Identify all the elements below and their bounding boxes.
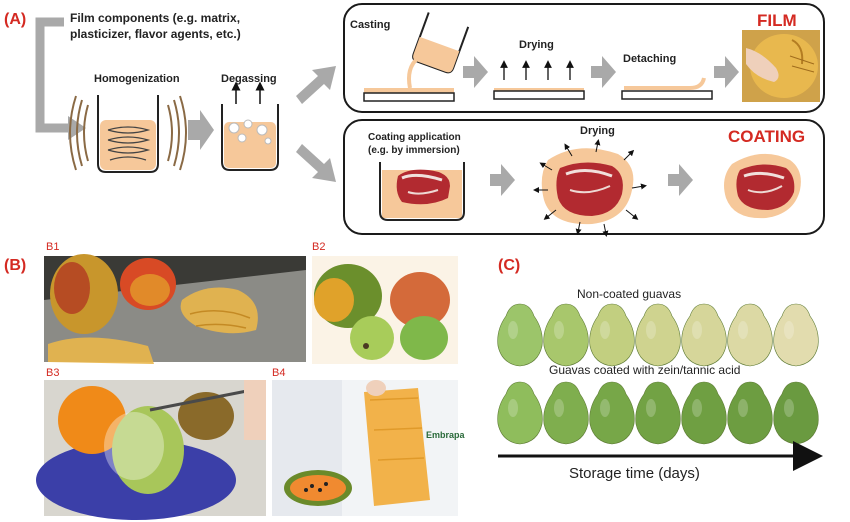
coated-guava-highlight-2: [554, 399, 564, 417]
b3-label: B3: [46, 367, 59, 379]
b2-label: B2: [312, 241, 325, 253]
coating-drying-label: Drying: [580, 125, 615, 137]
coating-title: COATING: [728, 127, 805, 146]
casting-pour-icon: [363, 12, 470, 102]
noncoated-guava-highlight-5: [692, 321, 702, 339]
panel-b-label: (B): [4, 257, 26, 274]
degassing-beaker-icon: [221, 81, 279, 171]
casting-label: Casting: [350, 19, 390, 31]
coated-guava-7: [773, 381, 819, 445]
b1-label: B1: [46, 241, 59, 253]
gray-arrow-coating-1: [490, 164, 515, 196]
photo-b1-mangoes-film: [44, 254, 306, 364]
noncoated-guava-5: [681, 303, 727, 367]
noncoated-guava-4: [635, 303, 681, 367]
coated-guava-highlight-5: [692, 399, 702, 417]
embrapa-logo-text: Embrapa: [426, 430, 466, 440]
coated-meat-icon: [724, 153, 801, 219]
storage-time-label: Storage time (days): [569, 465, 700, 482]
components-text-line2: plasticizer, flavor agents, etc.): [70, 27, 241, 41]
coated-guava-highlight-1: [508, 399, 518, 417]
noncoated-guava-highlight-4: [646, 321, 656, 339]
noncoated-guava-highlight-3: [600, 321, 610, 339]
drying-meat-icon: [533, 139, 647, 237]
noncoated-guava-2: [543, 303, 589, 367]
coated-guava-2: [543, 381, 589, 445]
coated-guava-highlight-6: [738, 399, 748, 417]
gray-arrow-coating-2: [668, 164, 693, 196]
coated-title: Guavas coated with zein/tannic acid: [549, 363, 740, 377]
coated-guava-4: [635, 381, 681, 445]
drying-film-icon: [493, 60, 585, 100]
noncoated-guava-highlight-2: [554, 321, 564, 339]
coating-application-line2: (e.g. by immersion): [368, 145, 460, 156]
coated-guava-5: [681, 381, 727, 445]
photo-b4-papaya-film: Embrapa: [272, 380, 466, 516]
noncoated-title: Non-coated guavas: [577, 287, 681, 301]
components-text-line1: Film components (e.g. matrix,: [70, 11, 240, 25]
coated-guava-6: [727, 381, 773, 445]
coated-guava-highlight-7: [784, 399, 794, 417]
coating-application-line1: Coating application: [368, 132, 461, 143]
panel-c-label: (C): [498, 257, 520, 274]
noncoated-guava-6: [727, 303, 773, 367]
degassing-label: Degassing: [221, 73, 277, 85]
immersion-beaker-icon: [379, 162, 465, 221]
photo-b3-fruits-plate: [36, 380, 266, 520]
coated-guava-highlight-4: [646, 399, 656, 417]
panel-a-label: (A): [4, 11, 26, 28]
coated-guava-1: [497, 381, 543, 445]
gray-arrow-to-film: [296, 66, 336, 104]
homogenization-beaker-icon: [69, 95, 187, 173]
gray-arrow-to-coating: [296, 144, 336, 182]
coated-guava-row: [497, 381, 819, 445]
detaching-label: Detaching: [623, 53, 676, 65]
coated-guava-highlight-3: [600, 399, 610, 417]
drying-label: Drying: [519, 39, 554, 51]
film-title: FILM: [757, 11, 797, 30]
homogenization-label: Homogenization: [94, 73, 180, 85]
noncoated-guava-highlight-6: [738, 321, 748, 339]
noncoated-guava-highlight-7: [784, 321, 794, 339]
gray-arrow-film-3: [714, 56, 739, 88]
noncoated-guava-3: [589, 303, 635, 367]
noncoated-guava-row: [497, 303, 819, 367]
photo-b2-mangoes-guavas: [312, 256, 458, 364]
b4-label: B4: [272, 367, 285, 379]
coated-guava-3: [589, 381, 635, 445]
gray-arrow-film-2: [591, 56, 616, 88]
detaching-film-icon: [621, 77, 713, 100]
noncoated-guava-1: [497, 303, 543, 367]
film-photo: [742, 30, 820, 102]
gray-arrow-film-1: [463, 56, 488, 88]
gray-arrow-1: [188, 110, 214, 150]
noncoated-guava-7: [773, 303, 819, 367]
noncoated-guava-highlight-1: [508, 321, 518, 339]
